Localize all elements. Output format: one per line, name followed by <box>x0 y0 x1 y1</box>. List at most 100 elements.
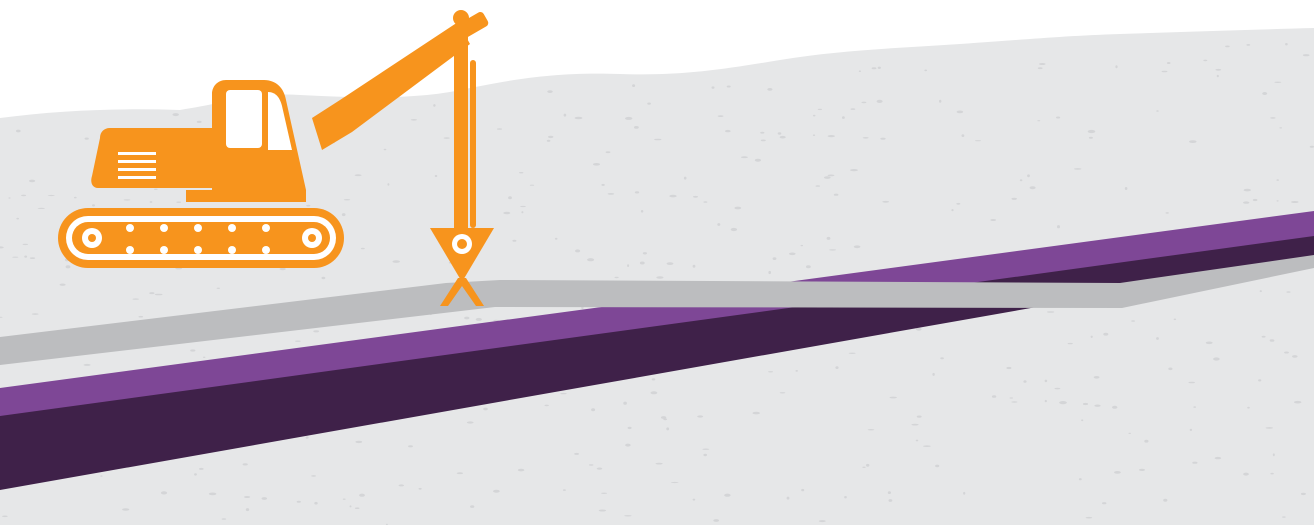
ground-speckle <box>684 177 687 180</box>
ground-speckle <box>1286 291 1290 293</box>
ground-speckle <box>124 199 131 200</box>
ground-speckle <box>632 84 635 87</box>
ground-speckle <box>755 159 761 162</box>
ground-speckle <box>190 349 195 351</box>
ground-speckle <box>761 140 766 142</box>
ground-speckle <box>1203 60 1207 62</box>
ground-speckle <box>854 245 861 248</box>
ground-speckle <box>956 203 960 205</box>
ground-speckle <box>1213 357 1220 360</box>
ground-speckle <box>806 265 811 268</box>
ground-speckle <box>878 67 881 69</box>
ground-speckle <box>1045 380 1048 383</box>
ground-speckle <box>923 445 931 447</box>
ground-speckle <box>1215 457 1221 459</box>
ground-speckle <box>1068 343 1073 344</box>
ground-speckle <box>951 209 953 211</box>
ground-speckle <box>295 341 301 342</box>
ground-speckle <box>29 180 35 183</box>
ground-speckle <box>1270 473 1273 475</box>
ground-speckle <box>828 175 835 177</box>
ground-speckle <box>663 418 667 420</box>
ground-speckle <box>161 491 167 494</box>
ground-speckle <box>574 453 579 455</box>
ground-speckle <box>560 393 567 394</box>
ground-speckle <box>916 440 919 442</box>
ground-speckle <box>1266 427 1274 429</box>
ground-speckle <box>1011 198 1017 200</box>
ground-speckle <box>1156 337 1159 340</box>
ground-speckle <box>493 490 500 493</box>
ground-speckle <box>297 501 301 503</box>
ground-speckle <box>768 271 771 274</box>
ground-speckle <box>734 207 741 210</box>
ground-speckle <box>773 257 777 260</box>
ground-speckle <box>24 256 27 258</box>
ground-speckle <box>361 248 365 250</box>
ground-speckle <box>16 130 21 133</box>
ground-speckle <box>1059 401 1067 404</box>
ground-speckle <box>760 132 764 134</box>
ground-speckle <box>866 464 869 467</box>
ground-speckle <box>1094 405 1100 407</box>
ground-speckle <box>470 505 474 508</box>
ground-speckle <box>1244 189 1251 192</box>
ground-speckle <box>623 402 627 405</box>
ground-speckle <box>1056 117 1060 119</box>
ground-speckle <box>306 436 309 438</box>
ground-speckle <box>575 117 583 119</box>
ground-speckle <box>1094 376 1100 379</box>
ground-speckle <box>32 313 39 315</box>
ground-speckle <box>1114 471 1121 474</box>
ground-speckle <box>640 262 645 265</box>
ground-speckle <box>713 519 719 522</box>
ground-speckle <box>1279 127 1282 128</box>
ground-speckle <box>861 102 866 104</box>
ground-speckle <box>844 496 847 498</box>
ground-speckle <box>654 139 661 141</box>
ground-speckle <box>608 193 615 195</box>
ground-speckle <box>1083 403 1088 405</box>
ground-speckle <box>1262 336 1266 338</box>
ground-speckle <box>703 201 707 203</box>
ground-speckle <box>503 212 510 215</box>
ground-speckle <box>435 175 438 177</box>
ground-speckle <box>877 100 883 103</box>
ground-speckle <box>1131 320 1135 322</box>
ground-speckle <box>1144 440 1148 443</box>
ground-speckle <box>828 135 835 137</box>
ground-speckle <box>717 223 720 226</box>
ground-speckle <box>992 395 996 398</box>
ground-speckle <box>656 276 663 279</box>
ground-speckle <box>244 496 250 498</box>
ground-speckle <box>1274 82 1281 83</box>
ground-speckle <box>1057 225 1060 228</box>
ground-speckle <box>122 508 129 510</box>
ground-speckle <box>457 472 463 474</box>
ground-speckle <box>824 176 831 179</box>
ground-speckle <box>1088 130 1096 133</box>
ground-speckle <box>60 284 66 286</box>
ground-speckle <box>917 416 922 418</box>
ground-speckle <box>12 257 18 258</box>
ground-speckle <box>497 128 502 130</box>
ground-speckle <box>890 397 897 399</box>
ground-speckle <box>139 316 144 318</box>
ground-speckle <box>1188 382 1195 384</box>
ground-speckle <box>1163 499 1167 502</box>
ground-speckle <box>149 292 154 294</box>
ground-speckle <box>1006 367 1011 369</box>
ground-speckle <box>1217 75 1219 78</box>
ground-speckle <box>635 191 639 193</box>
ground-speckle <box>433 104 435 107</box>
ground-speckle <box>712 86 715 88</box>
ground-speckle <box>547 140 551 142</box>
ground-speckle <box>651 391 658 394</box>
ground-speckle <box>1189 140 1197 143</box>
ground-speckle <box>1128 433 1131 434</box>
ground-speckle <box>589 464 594 465</box>
ground-speckle <box>801 245 804 246</box>
ground-speckle <box>787 497 790 500</box>
ground-speckle <box>935 465 939 468</box>
ground-speckle <box>85 138 89 140</box>
